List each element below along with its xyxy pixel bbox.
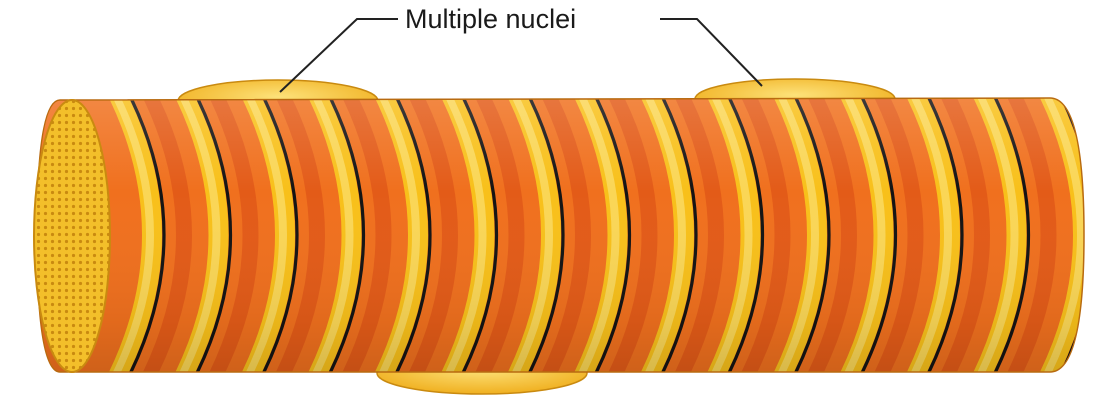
fiber-end-face [34, 100, 110, 372]
leader-line-right [660, 19, 762, 86]
muscle-fiber [30, 90, 1093, 380]
multiple-nuclei-label: Multiple nuclei [405, 2, 576, 36]
